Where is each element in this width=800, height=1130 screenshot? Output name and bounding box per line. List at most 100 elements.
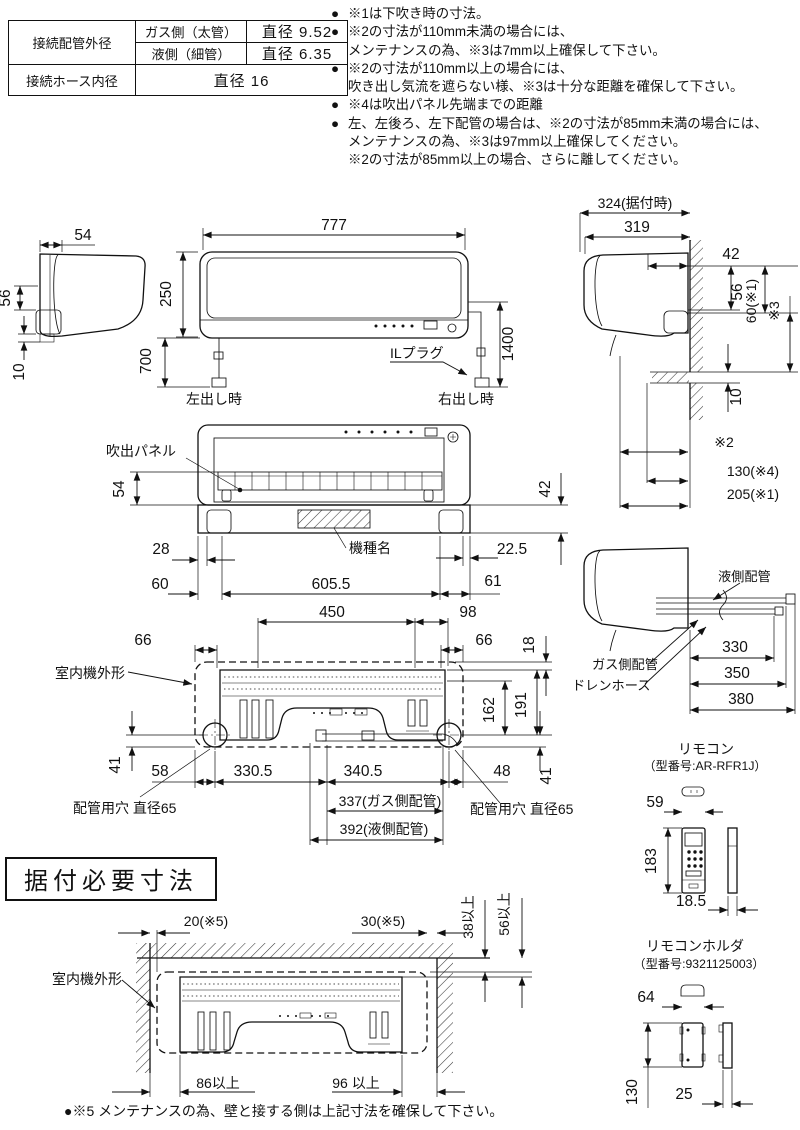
dim-56-wall: 56 [729, 283, 746, 300]
dim-98: 98 [459, 604, 476, 621]
plug-right [474, 377, 490, 388]
dim-54-panel: 54 [111, 480, 128, 498]
spec-label-pipe-od: 接続配管外径 [8, 20, 136, 65]
spec-label-hose-id: 接続ホース内径 [8, 64, 136, 96]
dim-130-holder-height: 130 [624, 1079, 641, 1105]
view-wall-side: 324(据付時) 319 42 56 [579, 195, 798, 510]
model-name-plate [298, 510, 370, 528]
dim-54-depth: 54 [74, 227, 92, 244]
dim-30-note5: 30(※5) [361, 913, 405, 929]
dim-56-side: 56 [0, 289, 14, 306]
remote-side [727, 827, 738, 894]
bullet: ● [331, 24, 340, 40]
note-text: ※1は下吹き時の寸法。 [348, 6, 490, 21]
dim-777-width: 777 [321, 217, 347, 234]
indoor-unit-wall-profile [583, 252, 689, 337]
indoor-unit-rear-outline [194, 661, 464, 748]
dim-96-min: 96 以上 [332, 1075, 379, 1091]
note-text: メンテナンスの為、※3は7mm以上確保して下さい。 [348, 42, 666, 58]
dim-86-min: 86以上 [196, 1075, 240, 1091]
view-rear-plate: 450 98 66 66 18 162 191 4 [55, 604, 574, 845]
dim-130-note4: 130(※4) [727, 463, 779, 479]
label-outlet-panel: 吹出パネル [106, 443, 176, 459]
label-left-outlet: 左出し時 [186, 391, 242, 407]
indoor-unit-panel-outline [197, 424, 471, 506]
dim-60: 60 [151, 576, 169, 593]
label-pipe-hole-right: 配管用穴 直径65 [470, 801, 574, 817]
bullet: ● [331, 97, 340, 113]
dim-22-5: 22.5 [497, 541, 527, 558]
view-side-left: 54 56 10 [0, 227, 146, 381]
dim-700-cord: 700 [138, 348, 155, 374]
dim-605-5: 605.5 [312, 576, 351, 593]
dim-42-wall: 42 [722, 246, 739, 263]
label-gas-pipe: ガス側配管 [592, 657, 658, 672]
label-drain-hose: ドレンホース [572, 678, 650, 693]
dim-392-liquid: 392(液側配管) [340, 821, 429, 837]
dim-ref2: ※2 [714, 434, 734, 450]
dim-66-left: 66 [134, 632, 151, 649]
bullet: ● [331, 60, 340, 76]
dim-60-note1: 60(※1) [743, 279, 759, 323]
dim-1400-cord: 1400 [500, 326, 517, 361]
note-text: ※2の寸法が110mm未満の場合には、 [348, 24, 574, 40]
note-text: 左、左後ろ、左下配管の場合は、※2の寸法が85mm未満の場合には、 [348, 115, 768, 131]
label-right-outlet: 右出し時 [438, 391, 494, 407]
dim-18-5-remote-depth: 18.5 [676, 893, 706, 910]
dim-380-pipe: 380 [728, 691, 754, 708]
remote-body [681, 827, 706, 894]
dim-10-side: 10 [11, 363, 28, 381]
remote-title: リモコン [678, 741, 734, 757]
note-line: ● ※4は吹出パネル先端までの距離 [331, 96, 799, 114]
holder-body [681, 1022, 704, 1068]
holder-title: リモコンホルダ [646, 938, 744, 954]
dim-48: 48 [493, 763, 510, 780]
note-text: ※2の寸法が85mm以上の場合、さらに離してください。 [348, 152, 687, 168]
dim-250-height: 250 [158, 281, 175, 307]
dim-41-left: 41 [107, 756, 124, 773]
dim-58: 58 [151, 763, 168, 780]
bullet: ● [331, 115, 340, 131]
view-remote: リモコン （型番号:AR-RFR1J） 59 183 [643, 741, 767, 916]
note-line: ※2の寸法が85mm以上の場合、さらに離してください。 [331, 151, 799, 169]
dim-64-holder-width: 64 [637, 989, 655, 1006]
dim-324-installed: 324(据付時) [598, 195, 673, 211]
dim-330-5: 330.5 [234, 763, 273, 780]
spec-table: 接続配管外径 ガス側（太管） 直径 9.52 液側（細管） 直径 6.35 接続… [8, 20, 348, 96]
plug-left [211, 377, 227, 388]
section-title-box [5, 857, 217, 901]
dim-56-min: 56以上 [496, 892, 512, 936]
dim-42-panel: 42 [537, 480, 554, 497]
note-line: 吹き出し気流を遮らない様、※3は十分な距離を確保して下さい。 [331, 78, 799, 96]
note-line: ● ※2の寸法が110mm未満の場合には、 [331, 23, 799, 41]
indoor-unit-side-outline [39, 253, 146, 338]
dim-28: 28 [152, 541, 169, 558]
label-unit-outline-clearance: 室内機外形 [52, 971, 122, 987]
notes-list: ● ※1は下吹き時の寸法。 ● ※2の寸法が110mm未満の場合には、 メンテナンス… [331, 5, 799, 170]
dim-450: 450 [319, 604, 345, 621]
holder-side [722, 1022, 733, 1069]
dim-18: 18 [521, 636, 538, 653]
view-panel-front: 機種名 吹出パネル 54 42 28 22.5 [106, 424, 568, 600]
dim-340-5: 340.5 [344, 763, 383, 780]
bullet: ● [331, 6, 340, 21]
indoor-unit-clearance-outline [156, 971, 428, 1054]
dim-66-right: 66 [475, 632, 492, 649]
label-unit-outline-rear: 室内機外形 [55, 665, 125, 681]
note-line: メンテナンスの為、※3は7mm以上確保して下さい。 [331, 42, 799, 60]
dim-337-gas: 337(ガス側配管) [339, 793, 442, 809]
spec-liquid-value: 直径 6.35 [246, 42, 348, 65]
label-model-name: 機種名 [349, 540, 391, 556]
dim-330-pipe: 330 [722, 639, 748, 656]
note-5-maintenance: ●※5 メンテナンスの為、壁と接する側は上記寸法を確保して下さい。 [64, 1103, 503, 1119]
dim-183-remote-height: 183 [643, 848, 660, 874]
note-text: メンテナンスの為、※3は97mm以上確保してください。 [348, 134, 687, 150]
view-front: 777 250 700 1400 ILプラグ 左出し時 右出し時 [138, 217, 517, 407]
dim-61: 61 [484, 573, 501, 590]
view-piping-side: 液側配管 ガス側配管 ドレンホース 330 350 380 [572, 547, 796, 714]
dim-319: 319 [624, 219, 650, 236]
holder-model-number: （型番号:9321125003） [633, 957, 764, 971]
spec-gas-value: 直径 9.52 [246, 20, 348, 43]
note-text: ※4は吹出パネル先端までの距離 [348, 97, 543, 113]
remote-model-number: （型番号:AR-RFR1J） [643, 759, 766, 773]
